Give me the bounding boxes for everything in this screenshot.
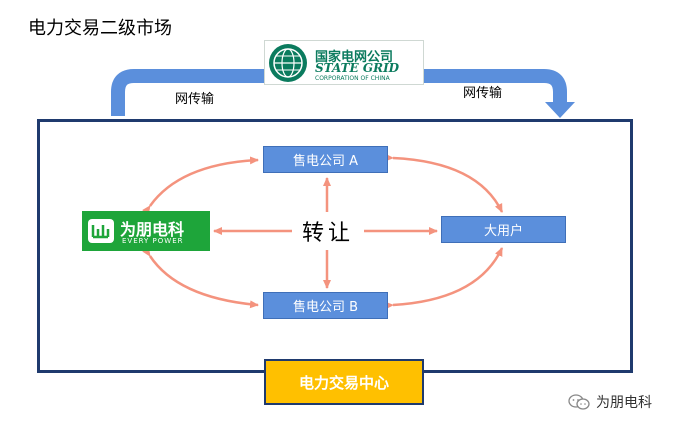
transmission-label-right: 网传输	[463, 86, 503, 101]
everypower-name-en: EVERY POWER	[122, 237, 184, 245]
transmission-arrow-head	[545, 102, 575, 118]
arrow-logo-to-seller-b	[142, 247, 259, 309]
everypower-name-cn: 为朋电科	[120, 220, 185, 239]
node-large-user: 大用户	[441, 216, 566, 243]
arrow-logo-to-seller-a	[142, 156, 259, 215]
state-grid-subtitle: CORPORATION OF CHINA	[315, 75, 390, 82]
arrow-seller-b-to-user	[384, 247, 504, 310]
watermark: 为朋电科	[568, 392, 652, 412]
wechat-icon	[568, 394, 590, 410]
node-seller-b: 售电公司 B	[263, 292, 388, 319]
transfer-label: 转让	[296, 216, 360, 246]
diagram-title: 电力交易二级市场	[28, 18, 172, 39]
state-grid-name-en: STATE GRID	[315, 61, 400, 75]
transmission-label-left: 网传输	[175, 92, 215, 107]
everypower-mark-icon	[88, 219, 114, 243]
everypower-logo: 为朋电科 EVERY POWER	[82, 211, 210, 251]
watermark-text: 为朋电科	[596, 395, 652, 411]
arrow-seller-a-to-user	[384, 153, 504, 213]
node-seller-a: 售电公司 A	[263, 146, 388, 173]
trading-center-box: 电力交易中心	[264, 359, 424, 405]
state-grid-logo: 国家电网公司 STATE GRID CORPORATION OF CHINA	[264, 40, 424, 85]
state-grid-name-cn: 国家电网公司	[315, 50, 394, 65]
globe-icon	[269, 44, 307, 82]
